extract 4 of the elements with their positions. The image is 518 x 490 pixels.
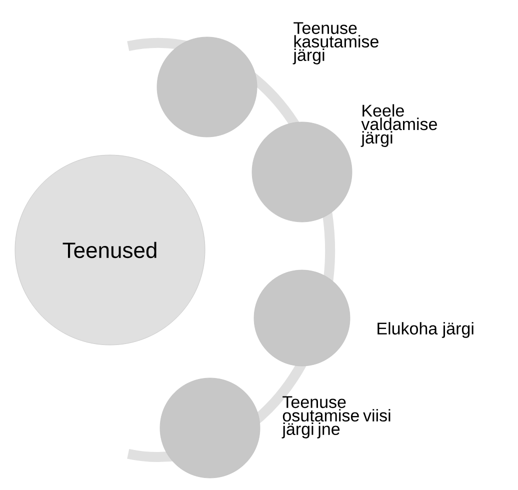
beside-label: Elukoha järgi <box>378 322 474 338</box>
beside-label: Keele valdamise järgi <box>360 104 437 147</box>
beside-label: Teenuse kasutamise järgi <box>292 22 378 64</box>
beside-label: Teenuse osutamise viisi järgi jne <box>282 396 390 438</box>
